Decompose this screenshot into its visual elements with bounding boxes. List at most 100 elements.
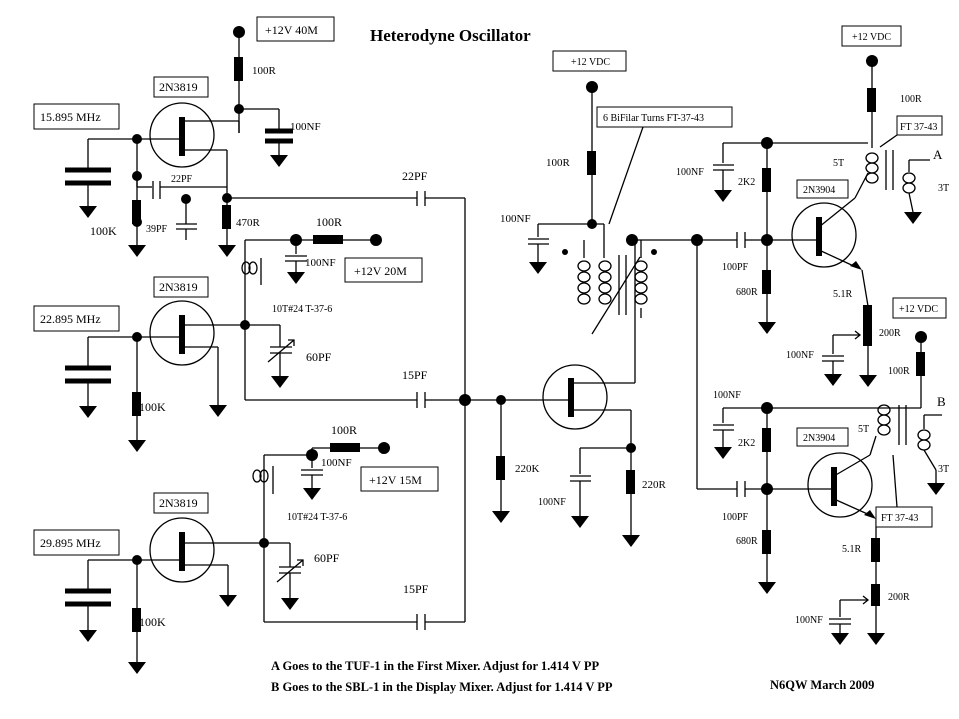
resistor-220k <box>496 456 505 480</box>
inductor-coil-3 <box>252 469 262 483</box>
transistor-label-box-a <box>796 179 849 199</box>
buffer-amplifier-b: 100PF +12 VDC 100R 100NF 2K2 680R 2N3904 <box>697 297 949 645</box>
bjt-2n3904-a <box>791 202 857 268</box>
bjt-2n3904-b <box>807 452 873 518</box>
label-5t-b: 5T <box>858 424 869 435</box>
crystal-label-1: 15.895 MHz <box>40 110 101 124</box>
jfet-mixer <box>542 364 608 430</box>
label-680r-b: 680R <box>736 536 758 547</box>
resistor-2k2-b <box>762 428 771 452</box>
label-100r-3: 100R <box>331 423 357 437</box>
bifilar-label-box <box>596 106 733 128</box>
label-220k: 220K <box>515 463 540 475</box>
label-100r-mixer: 100R <box>546 157 571 169</box>
supply-box-20m <box>344 257 423 283</box>
resistor-100r-3 <box>330 443 360 452</box>
label-100k-3: 100K <box>139 615 166 629</box>
label-100nf-emitter-a: 100NF <box>786 350 814 361</box>
label-22pf-1: 22PF <box>171 174 193 185</box>
label-100pf-b: 100PF <box>722 512 749 523</box>
crystal-label-2: 22.895 MHz <box>40 312 101 326</box>
resistor-200r-a <box>863 326 872 346</box>
label-60pf-3: 60PF <box>314 551 340 565</box>
resistor-5r1-a <box>863 305 872 329</box>
oscillator-1: +12V 40M 100R 100NF 2N3819 15.895 MHz <box>33 16 466 400</box>
label-200r-a: 200R <box>879 328 901 339</box>
label-100nf-a: 100NF <box>676 167 704 178</box>
supply-label-a: +12 VDC <box>852 32 891 43</box>
jfet-2n3819-1 <box>149 102 215 168</box>
label-200r-b: 200R <box>888 592 910 603</box>
transistor-label-b: 2N3904 <box>803 433 835 444</box>
resistor-220r <box>626 470 635 494</box>
supply-label-20m: +12V 20M <box>354 264 407 278</box>
resistor-100r-b <box>916 352 925 376</box>
label-5t-a: 5T <box>833 158 844 169</box>
label-100r-a: 100R <box>900 94 922 105</box>
note-a: A Goes to the TUF-1 in the First Mixer. … <box>271 659 599 673</box>
label-100nf-2: 100NF <box>305 257 336 269</box>
oscillator-2: 2N3819 22.895 MHz 100K 10T#24 T-37-6 100… <box>33 215 465 452</box>
transistor-label-box-1 <box>153 76 209 98</box>
label-60pf-2: 60PF <box>306 350 332 364</box>
label-coupling-cap-3: 15PF <box>403 582 429 596</box>
resistor-680r-a <box>762 270 771 294</box>
transistor-label-3: 2N3819 <box>159 496 198 510</box>
label-100nf-3: 100NF <box>321 457 352 469</box>
crystal-label-3: 29.895 MHz <box>40 536 101 550</box>
label-coupling-cap-2: 15PF <box>402 368 428 382</box>
label-100r-drain-1: 100R <box>252 65 277 77</box>
supply-label-mixer: +12 VDC <box>571 57 610 68</box>
label-470r-1: 470R <box>236 217 261 229</box>
jfet-2n3819-2 <box>149 300 215 366</box>
output-transformer-b <box>877 404 945 495</box>
label-3t-b: 3T <box>938 464 949 475</box>
oscillator-3: 2N3819 29.895 MHz 100K 10T#24 T-37-6 100… <box>33 400 466 674</box>
label-5r1-a: 5.1R <box>833 289 853 300</box>
resistor-680r-b <box>762 530 771 554</box>
buffer-amplifier-a: 100PF 100NF 2K2 680R 2N3904 +12 VDC 100R <box>676 25 949 489</box>
crystal-label-box-3 <box>33 529 120 556</box>
ferrite-label-b: FT 37-43 <box>881 513 918 524</box>
resistor-200r-b <box>871 584 880 606</box>
label-39pf-1: 39PF <box>146 224 168 235</box>
diagram-title: Heterodyne Oscillator <box>370 26 531 45</box>
ferrite-label-box-a <box>896 115 943 136</box>
resistor-2k2-a <box>762 168 771 192</box>
transistor-label-1: 2N3819 <box>159 80 198 94</box>
transistor-label-box-b <box>796 427 849 447</box>
label-inductor-3: 10T#24 T-37-6 <box>287 512 347 523</box>
crystal-label-box-2 <box>33 305 120 332</box>
transistor-label-box-2 <box>153 276 209 298</box>
supply-box-40m <box>256 16 335 42</box>
supply-label-b: +12 VDC <box>899 304 938 315</box>
label-680r-a: 680R <box>736 287 758 298</box>
output-label-a: A <box>933 147 943 162</box>
inductor-coil-2 <box>241 261 251 275</box>
label-2k2-a: 2K2 <box>738 177 755 188</box>
label-100nf-source: 100NF <box>538 497 566 508</box>
label-100k-1: 100K <box>90 224 117 238</box>
ground-icon <box>270 155 288 167</box>
label-220r: 220R <box>642 479 667 491</box>
output-label-b: B <box>937 394 946 409</box>
output-transformer-a <box>865 150 930 224</box>
label-100nf-mixer: 100NF <box>500 213 531 225</box>
label-2k2-b: 2K2 <box>738 438 755 449</box>
label-100r-b: 100R <box>888 366 910 377</box>
supply-box-b <box>892 297 947 319</box>
resistor-5r1-b <box>871 538 880 562</box>
ferrite-label-box-b <box>875 506 933 528</box>
label-100r-2: 100R <box>316 215 342 229</box>
transistor-label-2: 2N3819 <box>159 280 198 294</box>
label-100nf-emitter-b: 100NF <box>795 615 823 626</box>
ferrite-label-a: FT 37-43 <box>900 122 937 133</box>
label-inductor-2: 10T#24 T-37-6 <box>272 304 332 315</box>
supply-box-a <box>841 25 902 47</box>
supply-label-40m: +12V 40M <box>265 23 318 37</box>
label-100nf-drain-1: 100NF <box>290 121 321 133</box>
label-3t-a: 3T <box>938 183 949 194</box>
transistor-label-a: 2N3904 <box>803 185 835 196</box>
